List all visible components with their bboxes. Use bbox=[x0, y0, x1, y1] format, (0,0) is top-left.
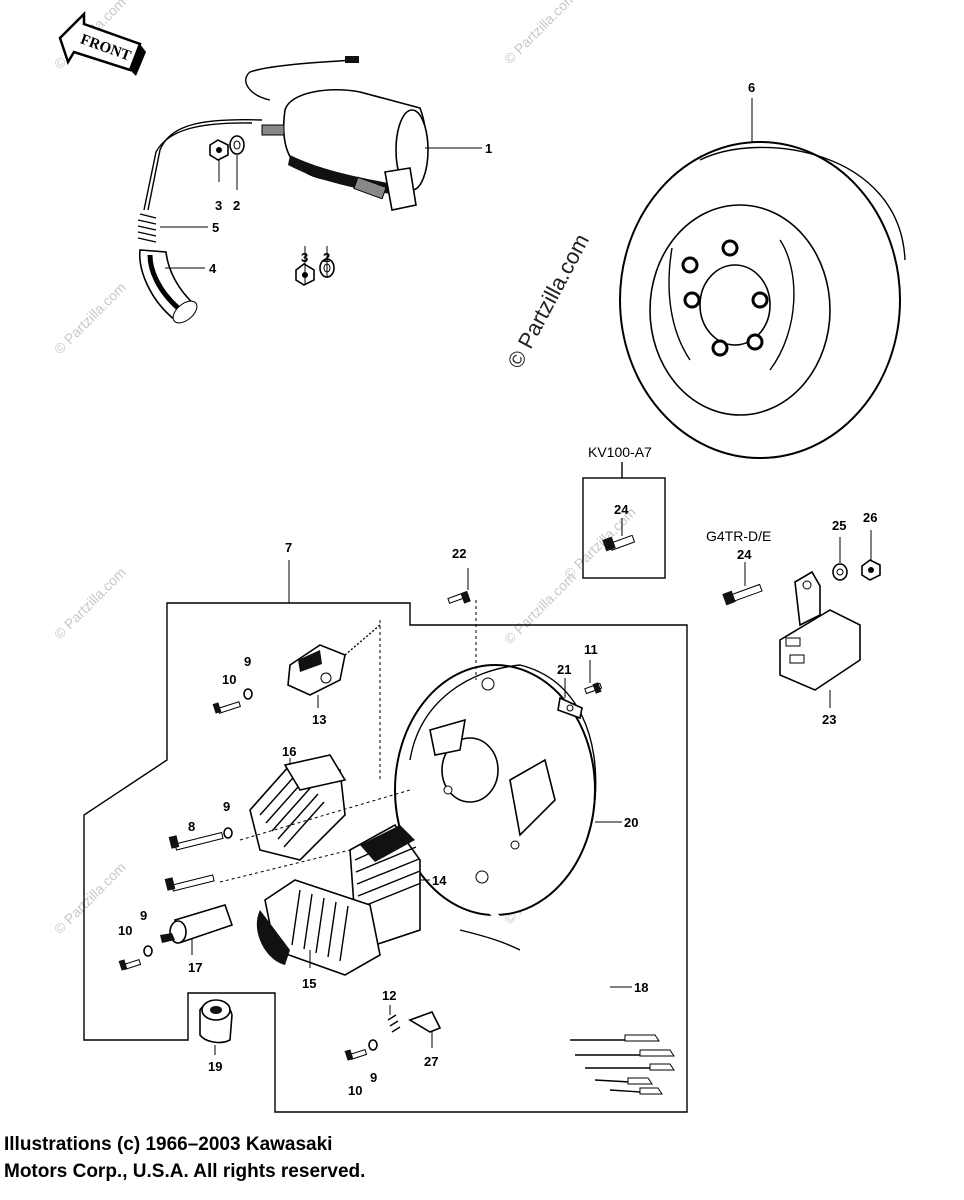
label-10b: 10 bbox=[118, 923, 132, 938]
copyright-line-2: Motors Corp., U.S.A. All rights reserved… bbox=[4, 1161, 366, 1182]
ignition-coil bbox=[143, 56, 429, 211]
label-24b: 24 bbox=[737, 547, 752, 562]
label-9a: 9 bbox=[244, 654, 251, 669]
screw-10-c bbox=[344, 1048, 368, 1061]
label-2b: 2 bbox=[323, 250, 330, 265]
label-8: 8 bbox=[188, 819, 195, 834]
label-21: 21 bbox=[557, 662, 571, 677]
watermark-main: © Partzilla.com bbox=[502, 230, 594, 373]
part-labels: 1 3 2 5 4 3 2 6 24 24 25 26 23 7 22 11 2… bbox=[118, 80, 877, 1098]
grommet bbox=[199, 999, 233, 1044]
washer-25 bbox=[832, 563, 848, 581]
variant-label-kv: KV100-A7 bbox=[588, 444, 652, 460]
label-24a: 24 bbox=[614, 502, 629, 517]
bolt-g4 bbox=[722, 583, 763, 606]
spring-12 bbox=[387, 1014, 401, 1033]
label-15: 15 bbox=[302, 976, 316, 991]
nut-washer-upper bbox=[209, 135, 245, 161]
label-17: 17 bbox=[188, 960, 202, 975]
lighting-coil-lower bbox=[256, 879, 381, 976]
watermark-faint-4: © Partzilla.com bbox=[51, 564, 129, 642]
stator-assembly-outline bbox=[83, 602, 688, 1113]
copyright-notice: Illustrations (c) 1966–2003 Kawasaki Mot… bbox=[4, 1131, 365, 1185]
contact-breaker bbox=[287, 624, 381, 696]
nut-26 bbox=[861, 559, 881, 581]
label-4: 4 bbox=[209, 261, 217, 276]
label-2a: 2 bbox=[233, 198, 240, 213]
spark-plug-cap bbox=[139, 249, 198, 324]
label-14: 14 bbox=[432, 873, 447, 888]
screw-22 bbox=[447, 590, 471, 604]
screw-10-b bbox=[118, 958, 142, 971]
label-26: 26 bbox=[863, 510, 877, 525]
screw-long-lower bbox=[164, 874, 215, 892]
variant-label-g4: G4TR-D/E bbox=[706, 528, 771, 544]
screw-11 bbox=[584, 682, 603, 695]
watermark-faint-2: © Partzilla.com bbox=[501, 0, 579, 67]
label-23: 23 bbox=[822, 712, 836, 727]
front-arrow-icon: FRONT bbox=[58, 10, 146, 76]
condenser bbox=[160, 904, 234, 944]
label-9b: 9 bbox=[223, 799, 230, 814]
label-19: 19 bbox=[208, 1059, 222, 1074]
washer-9-a bbox=[243, 688, 253, 700]
washer-9-c bbox=[143, 945, 153, 957]
washer-9-b bbox=[223, 827, 233, 839]
spring bbox=[137, 213, 157, 243]
label-9c: 9 bbox=[140, 908, 147, 923]
label-9d: 9 bbox=[370, 1070, 377, 1085]
label-22: 22 bbox=[452, 546, 466, 561]
label-10c: 10 bbox=[348, 1083, 362, 1098]
label-27: 27 bbox=[424, 1054, 438, 1069]
label-3a: 3 bbox=[215, 198, 222, 213]
wiring-harness bbox=[459, 902, 675, 1095]
label-11: 11 bbox=[584, 642, 598, 657]
clamp-27 bbox=[408, 1011, 442, 1033]
variant-box-kv bbox=[582, 477, 666, 579]
lighting-coil-upper bbox=[249, 754, 347, 861]
washer-9-d bbox=[368, 1039, 378, 1051]
plate-21 bbox=[557, 696, 583, 720]
label-6: 6 bbox=[748, 80, 755, 95]
flywheel-rotor bbox=[619, 141, 906, 459]
watermark-faint-5: © Partzilla.com bbox=[501, 569, 579, 647]
label-18: 18 bbox=[634, 980, 648, 995]
watermark-faint-3: © Partzilla.com bbox=[51, 279, 129, 357]
label-7: 7 bbox=[285, 540, 292, 555]
copyright-line-1: Illustrations (c) 1966–2003 Kawasaki bbox=[4, 1134, 333, 1155]
screw-10-a bbox=[212, 701, 242, 714]
label-13: 13 bbox=[312, 712, 326, 727]
leader-lines bbox=[160, 98, 872, 1055]
label-20: 20 bbox=[624, 815, 638, 830]
label-3b: 3 bbox=[301, 250, 308, 265]
regulator-rectifier bbox=[779, 570, 861, 691]
screw-long-upper bbox=[168, 831, 224, 851]
label-12: 12 bbox=[382, 988, 396, 1003]
label-16: 16 bbox=[282, 744, 296, 759]
bolt-kv bbox=[602, 534, 636, 552]
label-10a: 10 bbox=[222, 672, 236, 687]
stator-plate bbox=[394, 664, 597, 916]
label-1: 1 bbox=[485, 141, 492, 156]
label-25: 25 bbox=[832, 518, 846, 533]
label-5: 5 bbox=[212, 220, 219, 235]
